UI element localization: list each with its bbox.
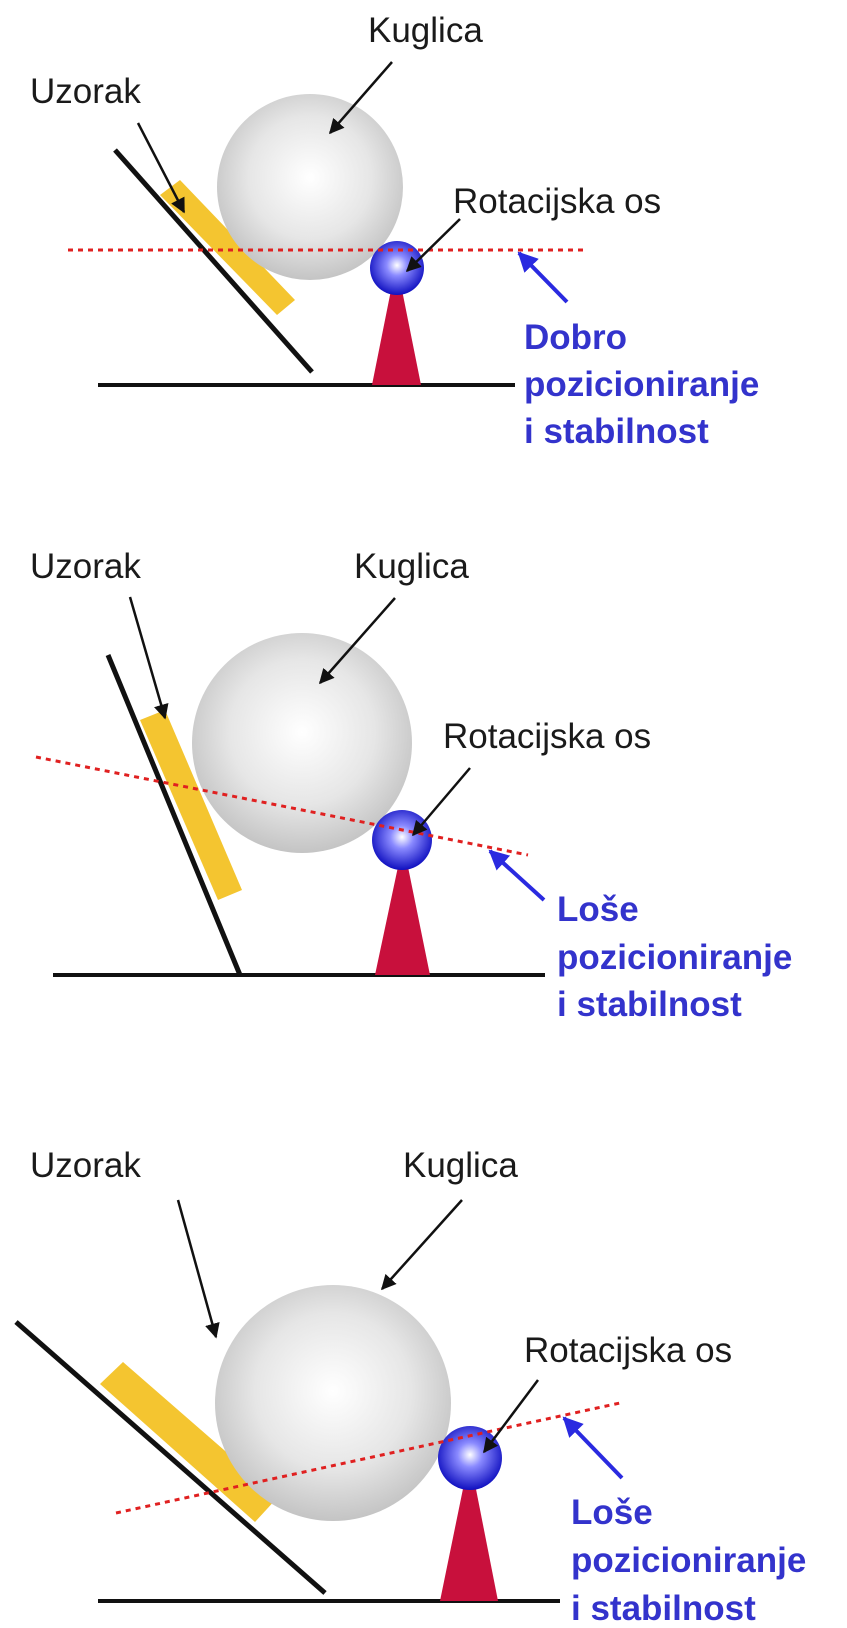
verdict-arrow xyxy=(488,849,546,902)
ball-label: Kuglica xyxy=(368,11,483,50)
panel-3: Uzorak Kuglica Rotacijska os Loše pozici… xyxy=(14,1146,806,1628)
axis-label: Rotacijska os xyxy=(453,182,661,221)
ball-label: Kuglica xyxy=(354,547,469,586)
stand-cone xyxy=(372,280,421,385)
stand-cone xyxy=(440,1479,498,1601)
sample-label: Uzorak xyxy=(30,547,141,586)
ball xyxy=(192,633,412,853)
verdict-line-3: i stabilnost xyxy=(557,985,742,1024)
ball xyxy=(217,94,403,280)
verdict-line-1: Loše xyxy=(571,1493,653,1532)
sample-label: Uzorak xyxy=(30,1146,141,1185)
ball xyxy=(215,1285,451,1521)
sample-pointer xyxy=(176,1199,220,1339)
axis-label: Rotacijska os xyxy=(443,717,651,756)
sample-holder-line xyxy=(113,148,314,374)
sample-label: Uzorak xyxy=(30,72,141,111)
sample-pointer xyxy=(128,596,169,720)
sample-holder-line xyxy=(105,654,243,976)
verdict-line-3: i stabilnost xyxy=(571,1589,756,1628)
verdict-line-2: pozicioniranje xyxy=(524,365,759,404)
panel-2: Uzorak Kuglica Rotacijska os Loše pozici… xyxy=(30,547,792,1024)
axis-pointer xyxy=(483,1379,539,1454)
ball-pointer xyxy=(329,61,393,135)
verdict-line-2: pozicioniranje xyxy=(557,938,792,977)
ball-label: Kuglica xyxy=(403,1146,518,1185)
sample-bar xyxy=(100,1362,278,1522)
verdict-line-1: Dobro xyxy=(524,318,627,357)
axis-label: Rotacijska os xyxy=(524,1331,732,1370)
verdict-arrow xyxy=(562,1416,624,1480)
panel-1: Uzorak Kuglica Rotacijska os Dobro pozic… xyxy=(30,11,759,451)
sample-holder-line xyxy=(14,1320,327,1595)
ball-pointer xyxy=(380,1199,463,1291)
rotation-axis-dashed-line xyxy=(35,755,529,857)
sample-bar xyxy=(140,710,242,900)
stand-cone xyxy=(375,862,430,975)
ball-pointer xyxy=(319,597,396,685)
axis-pointer xyxy=(412,767,471,837)
sample-pointer xyxy=(136,122,186,214)
verdict-arrow xyxy=(517,251,569,304)
sample-bar xyxy=(160,180,295,315)
rotation-axis-ball xyxy=(372,810,432,870)
verdict-line-2: pozicioniranje xyxy=(571,1541,806,1580)
axis-pointer xyxy=(405,218,461,273)
verdict-line-1: Loše xyxy=(557,890,639,929)
verdict-line-3: i stabilnost xyxy=(524,412,709,451)
rotation-axis-ball xyxy=(370,241,424,295)
